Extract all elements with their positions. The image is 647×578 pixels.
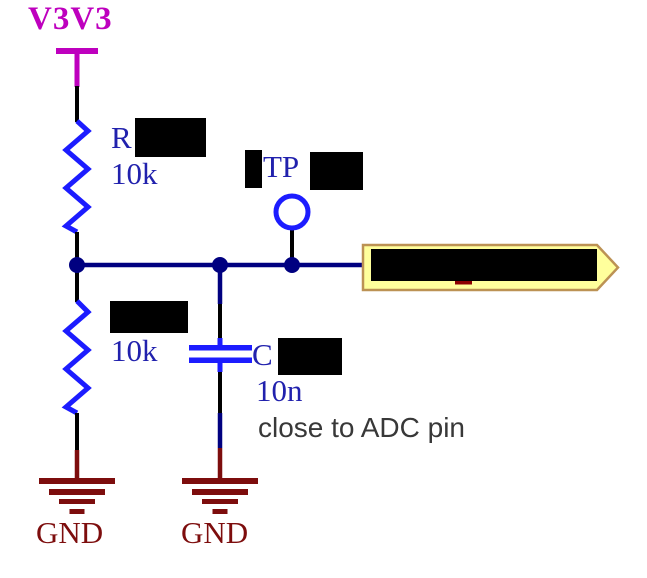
net-tag-red-mark [455, 281, 472, 285]
ground-symbol-left [39, 478, 115, 514]
cap-plate-bottom [189, 357, 252, 363]
gnd-left-label: GND [36, 515, 104, 550]
testpoint-symbol [273, 193, 311, 231]
gnd-bar-1 [182, 478, 258, 484]
gnd-right-label: GND [181, 515, 249, 550]
redaction-box-tp-left [245, 150, 262, 188]
gnd-bar-2 [49, 489, 105, 495]
redaction-box-tp-designator [310, 152, 363, 190]
redaction-box-c1-designator [278, 338, 342, 375]
power-bar-icon [56, 48, 98, 54]
power-stem [74, 53, 80, 87]
annotation-note: close to ADC pin [258, 412, 465, 443]
testpoint-designator-prefix: TP [263, 149, 300, 184]
r1-value: 10k [111, 156, 158, 191]
gnd-bar-1 [39, 478, 115, 484]
c1-designator-prefix: C [252, 337, 273, 372]
ground-symbol-right [182, 478, 258, 514]
redaction-box-r2-designator [110, 301, 188, 333]
r1-designator-prefix: R [111, 120, 132, 155]
gnd-bar-4 [212, 509, 228, 514]
junction-dot [212, 257, 228, 273]
junction-dot [69, 257, 85, 273]
junction-dot [284, 257, 300, 273]
resistor-r2-symbol [61, 299, 92, 416]
cap-plate-top [189, 345, 252, 351]
gnd-bar-2 [192, 489, 248, 495]
capacitor-c1-symbol [189, 338, 252, 372]
power-net-label: V3V3 [28, 1, 113, 37]
redaction-box-r1-designator [135, 118, 206, 157]
resistor-r1-symbol [61, 119, 92, 235]
c1-value: 10n [256, 373, 303, 408]
gnd-bar-4 [69, 509, 85, 514]
r2-value: 10k [111, 333, 158, 368]
gnd-bar-3 [202, 499, 238, 504]
power-symbol-v3v3 [56, 48, 98, 87]
redaction-box-net-tag-label [371, 249, 597, 281]
gnd-bar-3 [59, 499, 95, 504]
